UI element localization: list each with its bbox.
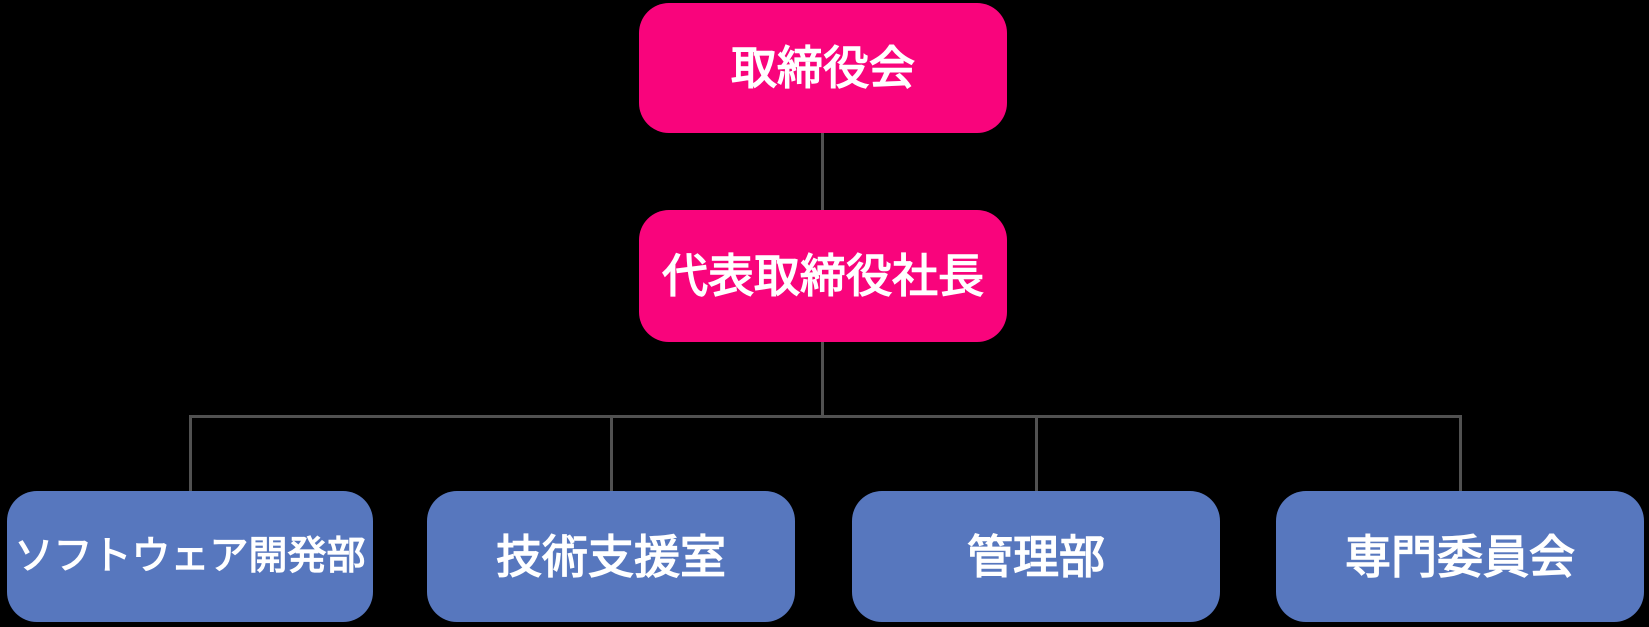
- node-board-of-directors: 取締役会: [639, 3, 1007, 133]
- node-president: 代表取締役社長: [639, 210, 1007, 342]
- connector-president-to-bus: [821, 342, 824, 415]
- node-technical-support-office-label: 技術支援室: [496, 529, 726, 584]
- node-technical-support-office: 技術支援室: [427, 491, 795, 622]
- connector-drop-tech-support: [609, 415, 613, 491]
- node-expert-committee-label: 専門委員会: [1345, 529, 1575, 584]
- node-president-label: 代表取締役社長: [662, 249, 984, 303]
- node-expert-committee: 専門委員会: [1276, 491, 1644, 622]
- connector-board-to-president: [821, 133, 824, 210]
- node-software-development-dept-label: ソフトウェア開発部: [14, 534, 366, 579]
- node-administration-dept-label: 管理部: [967, 529, 1105, 584]
- node-board-of-directors-label: 取締役会: [731, 41, 915, 95]
- node-software-development-dept: ソフトウェア開発部: [7, 491, 373, 622]
- connector-horizontal-bus: [188, 415, 1462, 418]
- connector-drop-software-dev: [188, 415, 192, 491]
- connector-drop-admin: [1034, 415, 1038, 491]
- connector-drop-committee: [1458, 415, 1462, 491]
- node-administration-dept: 管理部: [852, 491, 1220, 622]
